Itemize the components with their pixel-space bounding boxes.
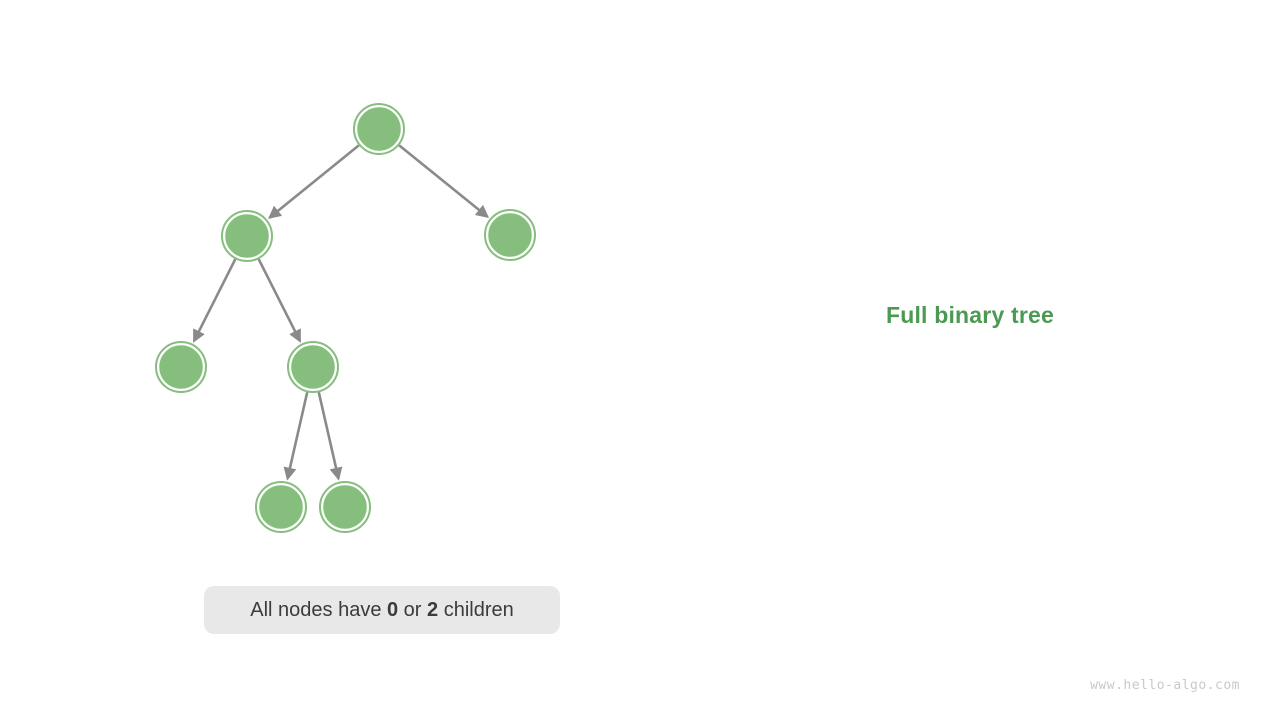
tree-nodes <box>155 103 536 533</box>
tree-edge-L-LL <box>192 258 237 343</box>
tree-edges <box>192 144 490 481</box>
node-circle <box>222 211 272 261</box>
tree-node-LRL <box>255 481 307 533</box>
node-circle <box>485 210 535 260</box>
caption-bold-two: 2 <box>427 598 439 621</box>
tree-edge-LR-LRL <box>283 392 309 481</box>
node-outer-ring <box>155 341 207 393</box>
tree-node-L <box>221 210 273 262</box>
node-outer-ring <box>255 481 307 533</box>
node-outer-ring <box>287 341 339 393</box>
caption-box: All nodes have 0 or 2 children <box>204 586 560 634</box>
tree-edge-root-L <box>267 144 360 219</box>
node-outer-ring <box>353 103 405 155</box>
node-outer-ring <box>221 210 273 262</box>
tree-node-R <box>484 209 536 261</box>
tree-edge-LR-LRR <box>317 392 343 481</box>
node-circle <box>256 482 306 532</box>
caption-text: or <box>398 598 428 621</box>
caption-bold-zero: 0 <box>387 598 399 621</box>
tree-node-root <box>353 103 405 155</box>
tree-node-LR <box>287 341 339 393</box>
diagram-title: Full binary tree <box>885 302 1055 328</box>
node-circle <box>320 482 370 532</box>
node-circle <box>156 342 206 392</box>
node-outer-ring <box>319 481 371 533</box>
node-circle <box>354 104 404 154</box>
tree-node-LRR <box>319 481 371 533</box>
caption-text: children <box>438 598 514 621</box>
tree-node-LL <box>155 341 207 393</box>
tree-edge-L-LR <box>257 258 302 343</box>
node-circle <box>288 342 338 392</box>
caption-text: All nodes have <box>250 598 387 621</box>
tree-edge-root-R <box>398 144 490 219</box>
node-outer-ring <box>484 209 536 261</box>
watermark: www.hello-algo.com <box>1090 678 1240 693</box>
